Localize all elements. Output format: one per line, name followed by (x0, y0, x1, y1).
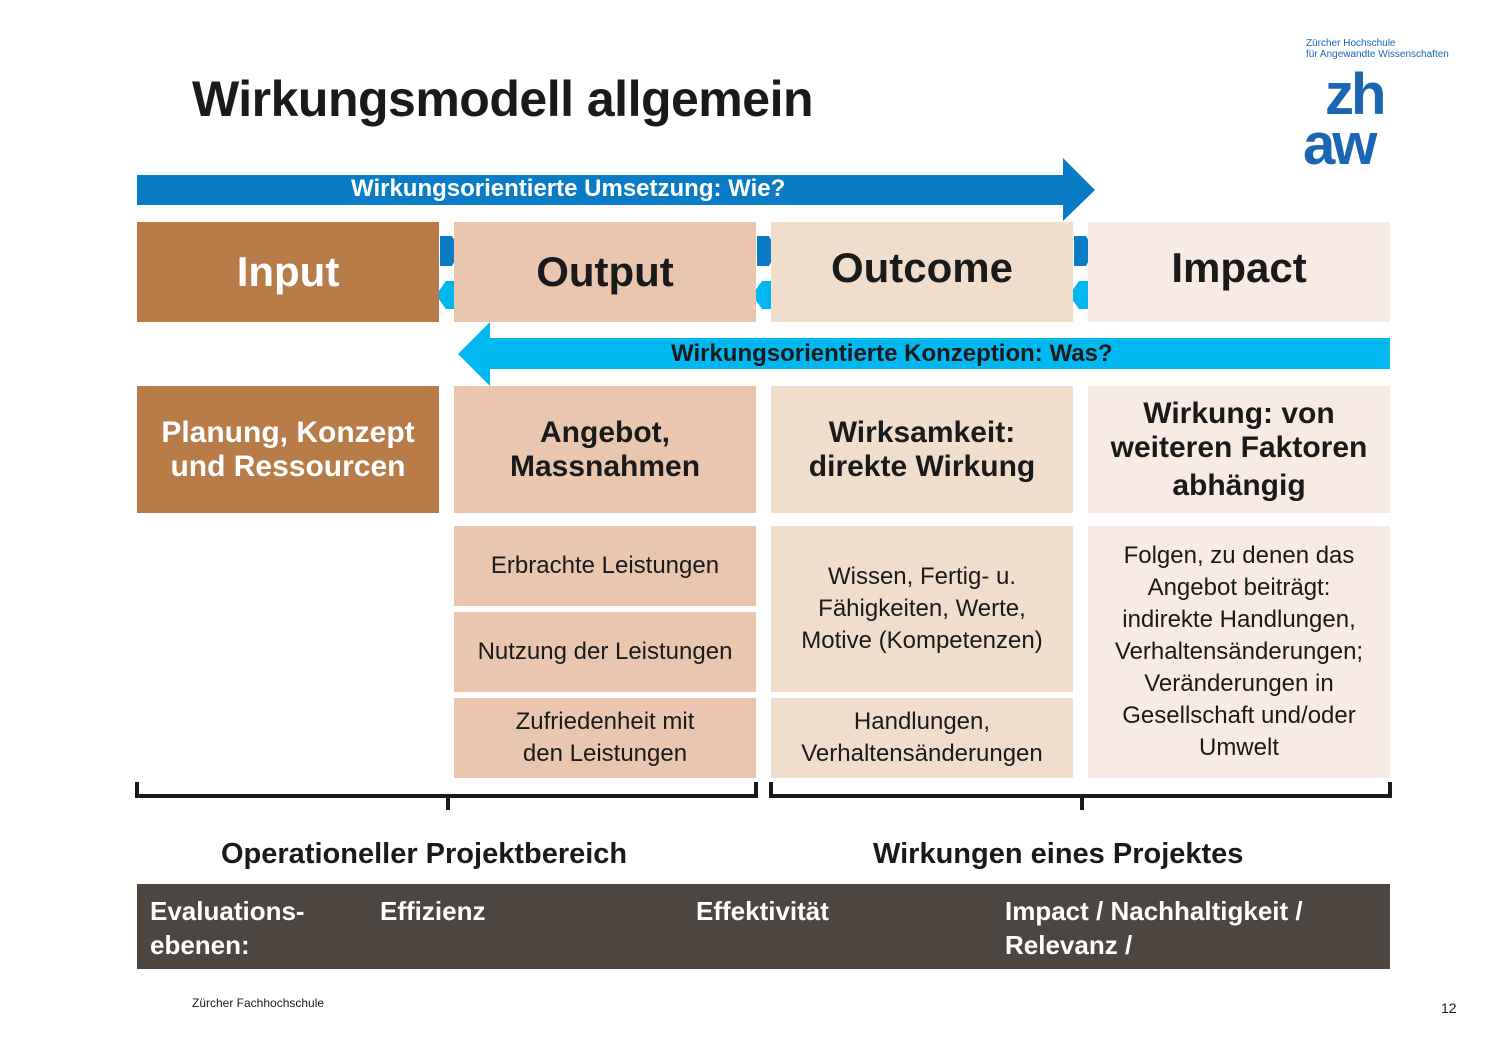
top-arrow-shape (137, 158, 1095, 221)
left-brace (135, 782, 758, 810)
evaluation-bar (137, 884, 1390, 969)
stage-input-label: Input (236, 248, 340, 295)
range-right-label: Wirkungen eines Projektes (873, 838, 1244, 870)
desc-impact-line: Wirkung: von (1143, 396, 1335, 430)
desc-output-line: Angebot, (540, 415, 670, 449)
evaluation-impact-line: Impact / Nachhaltigkeit / (1005, 896, 1303, 926)
stage-impact: Impact (1088, 222, 1390, 322)
detail-line: Verhaltensänderungen; (1114, 638, 1364, 665)
detail-impact-1: Folgen, zu denen das Angebot beiträgt: i… (1088, 526, 1390, 778)
desc-outcome: Wirksamkeit: direkte Wirkung (771, 386, 1073, 513)
zhaw-logo-mark: zh aw (1303, 62, 1386, 177)
detail-line: Nutzung der Leistungen (477, 638, 733, 665)
detail-output-3: Zufriedenheit mit den Leistungen (454, 698, 756, 778)
bottom-arrow-label: Wirkungsorientierte Konzeption: Was? (671, 340, 1113, 367)
detail-outcome-2: Handlungen, Verhaltensänderungen (771, 698, 1073, 778)
detail-line: Erbrachte Leistungen (490, 552, 720, 579)
detail-line: Fähigkeiten, Werte, (818, 595, 1026, 622)
detail-line: Umwelt (1198, 734, 1279, 761)
detail-line: Verhaltensänderungen (801, 740, 1043, 767)
desc-impact-line: abhängig (1172, 468, 1306, 502)
evaluation-impact: Impact / Nachhaltigkeit / Relevanz / (1005, 894, 1303, 962)
page-number: 12 (1441, 1000, 1457, 1016)
detail-line: Veränderungen in (1144, 670, 1334, 697)
evaluation-effectiveness: Effektivität (696, 896, 829, 926)
detail-output-1: Erbrachte Leistungen (454, 526, 756, 606)
stage-outcome-label: Outcome (830, 244, 1014, 291)
desc-impact-line: weiteren Faktoren (1110, 430, 1368, 464)
detail-line: Handlungen, (853, 708, 991, 735)
page-title: Wirkungsmodell allgemein (192, 71, 814, 127)
detail-line: Motive (Kompetenzen) (801, 627, 1043, 654)
stage-output-label: Output (536, 248, 674, 295)
stage-outcome: Outcome (771, 222, 1073, 322)
bottom-arrow-shape (458, 322, 1390, 386)
desc-outcome-line: direkte Wirkung (808, 449, 1036, 483)
desc-input: Planung, Konzept und Ressourcen (137, 386, 439, 513)
logo-line-1: Zürcher Hochschule (1306, 38, 1396, 49)
detail-line: Folgen, zu denen das (1123, 542, 1355, 569)
evaluation-label-line: Evaluations- (150, 896, 305, 926)
detail-line: indirekte Handlungen, (1122, 606, 1356, 633)
logo-mark-top: zh (1325, 62, 1386, 127)
evaluation-label: Evaluations- ebenen: (150, 894, 305, 962)
desc-output: Angebot, Massnahmen (454, 386, 756, 513)
logo-line-2: für Angewandte Wissenschaften (1306, 49, 1449, 60)
logo-mark-bottom: aw (1303, 112, 1377, 177)
stage-input: Input (137, 222, 439, 322)
zhaw-logo-text: Zürcher Hochschule für Angewandte Wissen… (1306, 38, 1449, 60)
detail-line: Wissen, Fertig- u. (827, 563, 1017, 590)
evaluation-impact-line: Relevanz / (1005, 930, 1133, 960)
desc-input-line: und Ressourcen (170, 449, 406, 483)
desc-input-line: Planung, Konzept (161, 415, 415, 449)
range-left-label: Operationeller Projektbereich (221, 838, 628, 870)
right-brace (769, 782, 1392, 810)
desc-outcome-line: Wirksamkeit: (828, 415, 1016, 449)
footer-text: Zürcher Fachhochschule (192, 996, 325, 1010)
detail-outcome-1: Wissen, Fertig- u. Fähigkeiten, Werte, M… (771, 526, 1073, 692)
top-arrow-label: Wirkungsorientierte Umsetzung: Wie? (351, 175, 786, 202)
evaluation-label-line: ebenen: (150, 930, 250, 960)
detail-line: Angebot beiträgt: (1147, 574, 1331, 601)
detail-line: den Leistungen (522, 740, 688, 767)
detail-line: Gesellschaft und/oder (1122, 702, 1356, 729)
detail-output-2: Nutzung der Leistungen (454, 612, 756, 692)
evaluation-efficiency: Effizienz (380, 896, 486, 926)
stage-output: Output (454, 222, 756, 322)
detail-line: Zufriedenheit mit (515, 708, 695, 735)
stage-impact-label: Impact (1171, 244, 1307, 291)
desc-impact: Wirkung: von weiteren Faktoren abhängig (1088, 386, 1390, 513)
desc-output-line: Massnahmen (509, 449, 701, 483)
